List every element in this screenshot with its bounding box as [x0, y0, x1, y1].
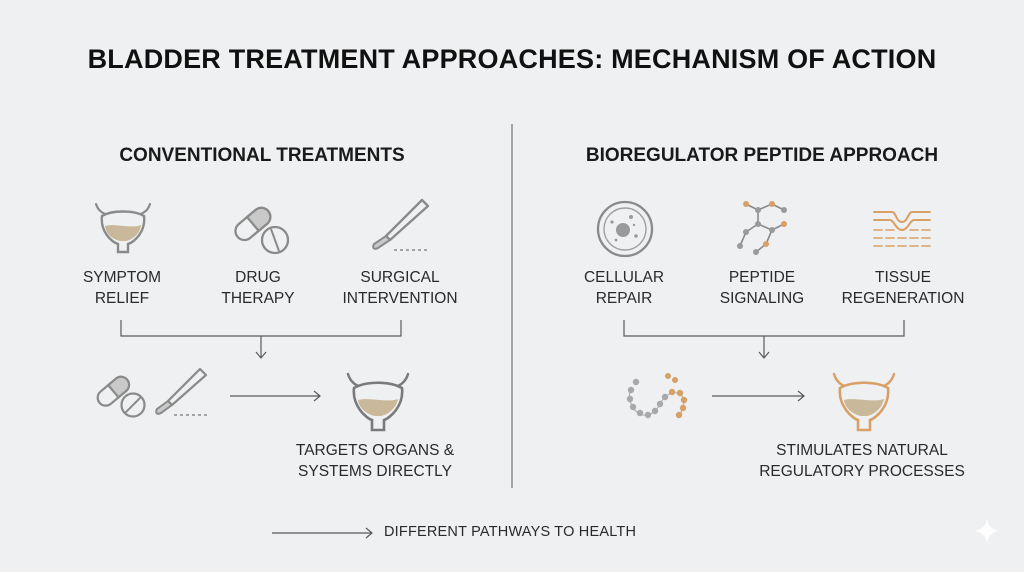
pills-icon-small	[96, 375, 146, 418]
tissue-icon	[873, 211, 931, 247]
sparkle-icon	[974, 518, 1000, 544]
page-title: BLADDER TREATMENT APPROACHES: MECHANISM …	[87, 44, 937, 74]
bladder-icon-large	[346, 372, 410, 432]
left-section-heading: CONVENTIONAL TREATMENTS	[119, 145, 405, 166]
pills-icon	[234, 206, 290, 255]
scalpel-icon-small	[155, 367, 208, 416]
bladder-icon-orange	[832, 372, 896, 432]
molecule-icon	[737, 201, 787, 255]
cell-icon	[596, 200, 654, 258]
left-result-caption: TARGETS ORGANS &SYSTEMS DIRECTLY	[295, 442, 455, 480]
footer-caption: DIFFERENT PATHWAYS TO HEALTH	[384, 524, 637, 540]
bladder-icon	[94, 202, 152, 254]
peptide-chain-icon	[626, 373, 688, 419]
right-section-heading: BIOREGULATOR PEPTIDE APPROACH	[585, 145, 939, 166]
scalpel-icon	[372, 198, 430, 251]
